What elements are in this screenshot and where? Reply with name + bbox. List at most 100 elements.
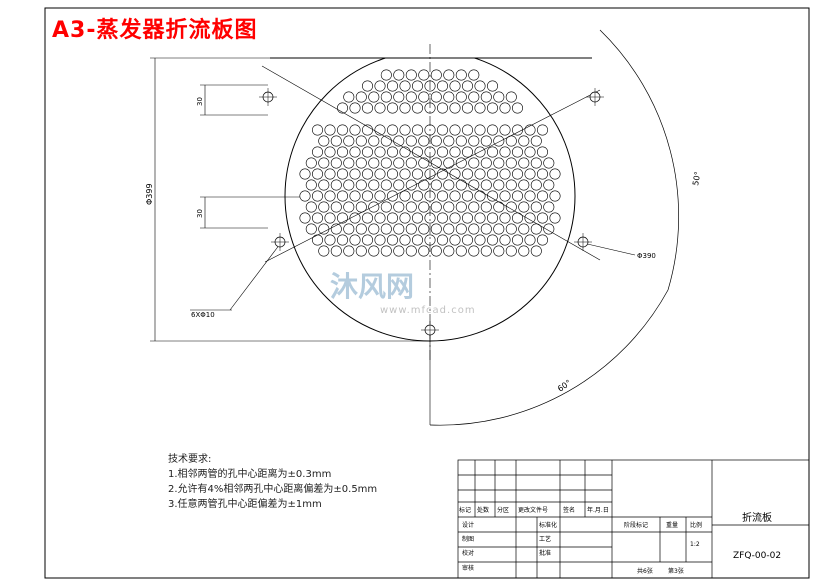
tube-hole <box>374 124 386 136</box>
tube-hole <box>511 234 523 246</box>
tube-hole <box>486 102 498 114</box>
tube-hole <box>530 201 542 213</box>
tube-hole <box>361 190 373 202</box>
tube-hole <box>424 124 436 136</box>
tb-scale: 1:2 <box>690 541 700 548</box>
tube-hole <box>430 179 442 191</box>
tube-hole <box>493 179 505 191</box>
tube-hole <box>386 102 398 114</box>
tube-hole <box>468 135 480 147</box>
tube-hole <box>393 179 405 191</box>
tube-hole <box>380 223 392 235</box>
tube-hole <box>336 124 348 136</box>
tube-hole <box>368 179 380 191</box>
tube-hole <box>443 69 455 81</box>
tube-hole <box>505 201 517 213</box>
tube-hole <box>449 124 461 136</box>
tube-hole <box>324 234 336 246</box>
chord-mask <box>270 20 600 58</box>
tube-hole <box>424 190 436 202</box>
tube-hole <box>318 201 330 213</box>
tube-hole <box>374 234 386 246</box>
tube-hole <box>536 124 548 136</box>
tube-hole <box>349 168 361 180</box>
tb-weight: 重量 <box>666 521 678 529</box>
tube-hole <box>449 102 461 114</box>
tb-role-0: 设计 <box>462 521 474 529</box>
tube-hole <box>493 245 505 257</box>
tube-hole <box>343 245 355 257</box>
tube-hole <box>443 223 455 235</box>
tube-hole <box>461 146 473 158</box>
tube-hole <box>443 135 455 147</box>
tube-hole <box>393 223 405 235</box>
tube-hole <box>524 124 536 136</box>
tube-hole <box>530 223 542 235</box>
tube-hole <box>311 168 323 180</box>
dia-leader <box>582 242 636 256</box>
tube-hole <box>543 201 555 213</box>
tube-hole <box>543 157 555 169</box>
tube-hole <box>311 234 323 246</box>
tb-col-1: 处数 <box>477 506 489 514</box>
tube-hole <box>543 179 555 191</box>
tube-hole <box>411 146 423 158</box>
tube-hole <box>411 168 423 180</box>
tube-hole <box>386 80 398 92</box>
tube-hole <box>449 190 461 202</box>
tube-hole <box>468 179 480 191</box>
tube-hole <box>468 91 480 103</box>
tube-hole <box>524 212 536 224</box>
tube-hole <box>418 69 430 81</box>
tb-role-1: 制图 <box>462 535 474 543</box>
tube-hole <box>549 168 561 180</box>
tube-hole <box>499 168 511 180</box>
tube-hole <box>449 80 461 92</box>
tube-hole <box>380 157 392 169</box>
tech-item-1: 1.相邻两管的孔中心距离为±0.3mm <box>168 469 332 480</box>
tube-hole <box>486 146 498 158</box>
tube-hole <box>486 212 498 224</box>
tube-hole <box>355 91 367 103</box>
tb-part-name: 折流板 <box>742 511 772 524</box>
tube-hole <box>505 91 517 103</box>
tube-hole <box>336 168 348 180</box>
tube-hole <box>349 190 361 202</box>
tube-hole <box>424 146 436 158</box>
watermark-url: www.mfcad.com <box>380 305 476 316</box>
tube-hole <box>418 245 430 257</box>
tube-hole <box>330 179 342 191</box>
tube-hole <box>486 190 498 202</box>
tube-hole <box>343 223 355 235</box>
tube-hole <box>318 245 330 257</box>
tube-hole <box>361 146 373 158</box>
tube-hole <box>318 135 330 147</box>
tube-hole <box>393 201 405 213</box>
tube-hole <box>355 245 367 257</box>
tube-hole <box>311 146 323 158</box>
tube-hole <box>368 201 380 213</box>
tb-role-2: 校对 <box>462 549 474 557</box>
tube-hole <box>536 168 548 180</box>
tube-hole <box>524 234 536 246</box>
tube-hole <box>461 124 473 136</box>
tube-hole <box>299 168 311 180</box>
tube-hole <box>511 124 523 136</box>
angle-lower-text: 60° <box>556 378 573 394</box>
tube-hole <box>518 157 530 169</box>
tube-hole <box>330 135 342 147</box>
tube-hole <box>349 146 361 158</box>
tube-hole <box>386 190 398 202</box>
tube-hole <box>361 80 373 92</box>
tube-hole <box>443 201 455 213</box>
tube-hole <box>499 102 511 114</box>
tube-hole <box>543 223 555 235</box>
tb-sheets-total: 共6张 <box>637 567 653 575</box>
tube-hole <box>380 245 392 257</box>
title-block <box>457 459 810 579</box>
tb-drawing-no: ZFQ-00-02 <box>733 551 781 561</box>
tb-role2-2: 批准 <box>539 549 551 557</box>
tube-hole <box>436 102 448 114</box>
tube-hole <box>361 168 373 180</box>
tube-hole <box>318 157 330 169</box>
